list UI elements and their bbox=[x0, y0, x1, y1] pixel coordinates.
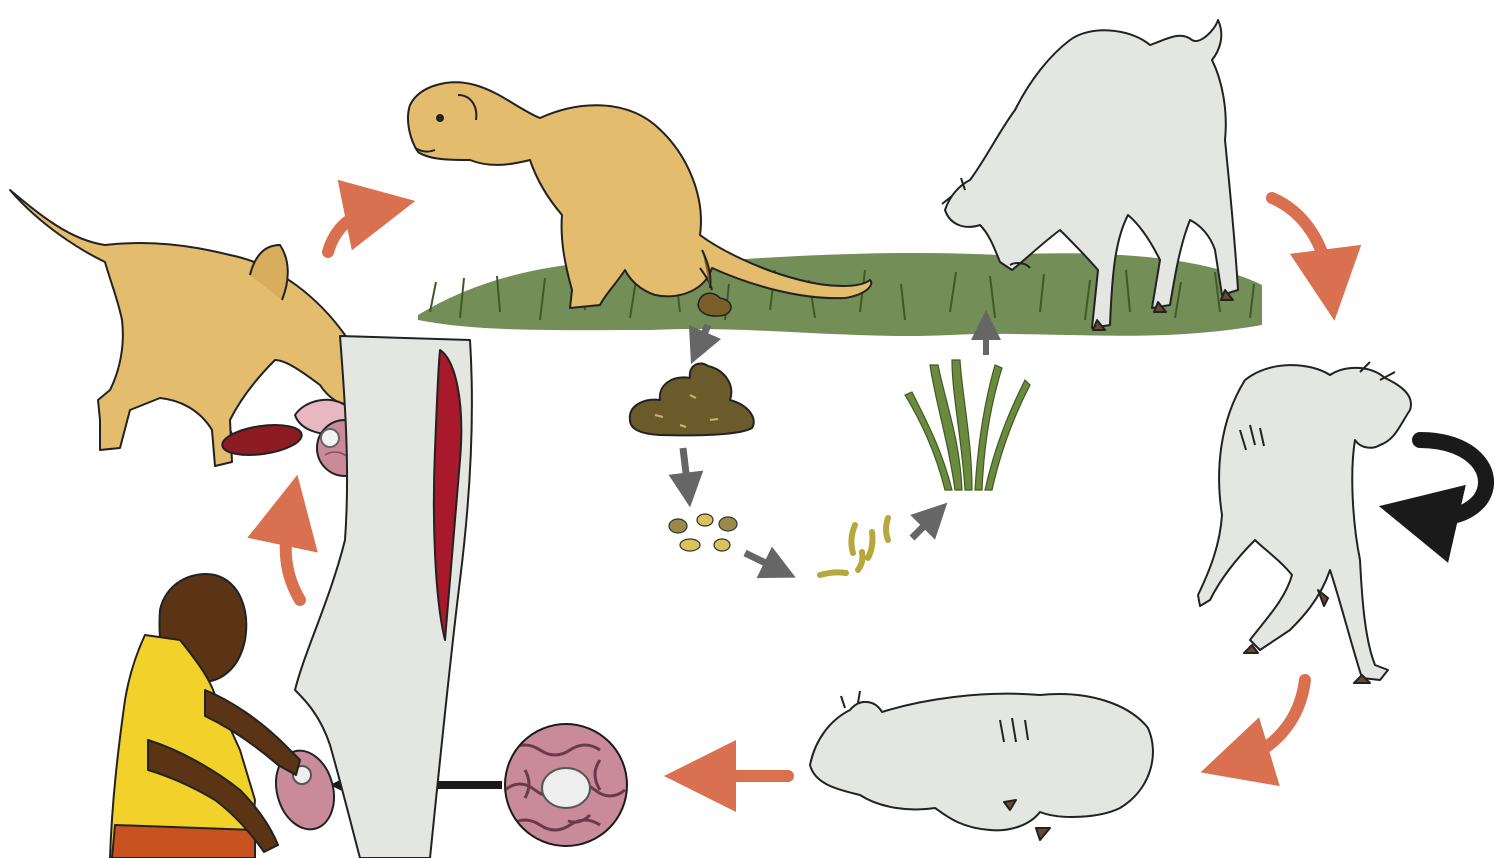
larvae-icon bbox=[820, 518, 888, 575]
cycle-arrow-2 bbox=[1272, 198, 1330, 285]
magnifier-cyst-icon bbox=[500, 720, 635, 855]
inner-arrow-3 bbox=[745, 553, 780, 570]
eggs-icon bbox=[669, 514, 737, 551]
circling-arrow-icon bbox=[1418, 440, 1486, 517]
cycle-arrow-3 bbox=[1235, 680, 1305, 762]
man-with-sheep-head-icon bbox=[110, 336, 472, 858]
cycle-arrow-1 bbox=[328, 208, 380, 252]
inner-arrow-2 bbox=[683, 448, 688, 490]
sheep-lying-icon bbox=[810, 691, 1153, 840]
inner-arrow-4 bbox=[912, 515, 935, 538]
sheep-circling-icon bbox=[1198, 362, 1411, 683]
feces-icon bbox=[630, 363, 754, 435]
cycle-arrow-5 bbox=[286, 510, 300, 600]
grass-icon bbox=[905, 360, 1030, 490]
